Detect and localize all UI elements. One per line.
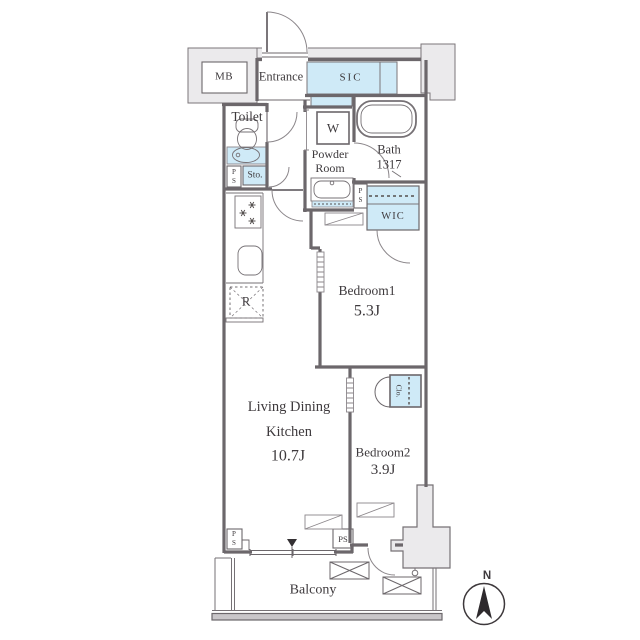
transom-panel-bedroom1	[324, 212, 364, 226]
ps-label-toilet: P S	[232, 167, 236, 185]
storage-door	[268, 166, 290, 188]
transom-panel-ldk	[304, 514, 343, 530]
mb-label: MB	[214, 70, 234, 83]
entrance-threshold	[262, 52, 308, 58]
entrance-label: Entrance	[258, 69, 304, 84]
washer-label: W	[326, 120, 340, 136]
balcony-railing	[211, 610, 443, 621]
balcony-door-bedroom2	[367, 547, 396, 576]
wic-door	[376, 229, 411, 264]
transom-panel-bedroom2	[356, 502, 395, 518]
pipe-spaces	[226, 165, 368, 550]
hand-basin-icon	[232, 147, 260, 163]
wic-label: WIC	[381, 210, 405, 222]
ps-box-south-left	[226, 528, 243, 550]
washer-space	[316, 111, 350, 145]
wic-area	[366, 185, 420, 231]
ps-box-wic	[353, 183, 368, 209]
ac-unit-2	[382, 576, 422, 595]
bedroom1-size-label: 5.3J	[353, 302, 381, 320]
sliding-door-bedroom1	[316, 251, 325, 293]
fridge-label: R	[241, 294, 251, 309]
ps-label-south-right: PS	[338, 533, 348, 544]
entrance-door	[266, 11, 308, 53]
closet-box	[389, 374, 422, 408]
corridor-area	[187, 43, 456, 104]
sink-icon	[237, 245, 263, 276]
bedroom1-label: Bedroom1	[338, 283, 396, 299]
walls	[222, 57, 428, 554]
powder-room-door	[304, 109, 309, 151]
balcony-partition-left	[231, 558, 235, 611]
ac-unit-1	[329, 561, 370, 580]
meter-box	[201, 61, 248, 94]
toilet-door	[266, 111, 298, 143]
hose-bib-icon	[411, 567, 419, 577]
compass-needle-icon	[476, 586, 492, 619]
stove-icon	[234, 195, 262, 229]
balcony-label: Balcony	[289, 582, 337, 598]
sliding-door-bedroom2	[346, 377, 354, 413]
north-label: N	[482, 570, 492, 583]
balcony-partition-right	[432, 568, 437, 611]
north-compass	[462, 582, 506, 626]
ldk-label: Living Dining Kitchen	[247, 399, 331, 440]
sic-label: SIC	[339, 71, 363, 84]
storage-label: Sto.	[247, 170, 263, 181]
compass-circle	[462, 582, 506, 626]
balcony-area	[211, 557, 443, 621]
ps-label-south-left: P S	[232, 529, 236, 547]
windows	[249, 52, 337, 556]
bath-size-leader	[391, 170, 402, 178]
bathtub-icon	[356, 100, 417, 138]
ldk-window	[249, 549, 337, 556]
bedroom2-size-label: 3.9J	[370, 462, 396, 479]
balcony-left-edge	[214, 557, 231, 611]
toilet-icon	[235, 118, 259, 150]
powder-room-label: Powder Room	[311, 146, 349, 175]
storage-areas	[226, 61, 422, 408]
fixtures	[225, 100, 417, 323]
bath-door	[353, 142, 390, 179]
hallway-ldk-door	[271, 189, 304, 222]
structure	[390, 484, 451, 569]
vanity-icon	[310, 177, 354, 208]
bath-label: Bath 1317	[376, 142, 402, 171]
fridge-space	[229, 286, 264, 319]
bedroom2-label: Bedroom2	[355, 444, 411, 460]
ps-label-wic: P S	[358, 186, 363, 204]
toilet-label: Toilet	[231, 109, 263, 125]
closet-label: Clo.	[394, 384, 404, 398]
ps-box-toilet	[226, 165, 242, 188]
column	[390, 484, 451, 569]
ldk-size-label: 10.7J	[270, 447, 306, 465]
doors	[266, 11, 411, 576]
sash-marker	[287, 539, 297, 558]
sliding-doors	[304, 109, 395, 530]
ps-box-south-right	[332, 528, 354, 549]
closet-folding-doors	[374, 376, 391, 408]
